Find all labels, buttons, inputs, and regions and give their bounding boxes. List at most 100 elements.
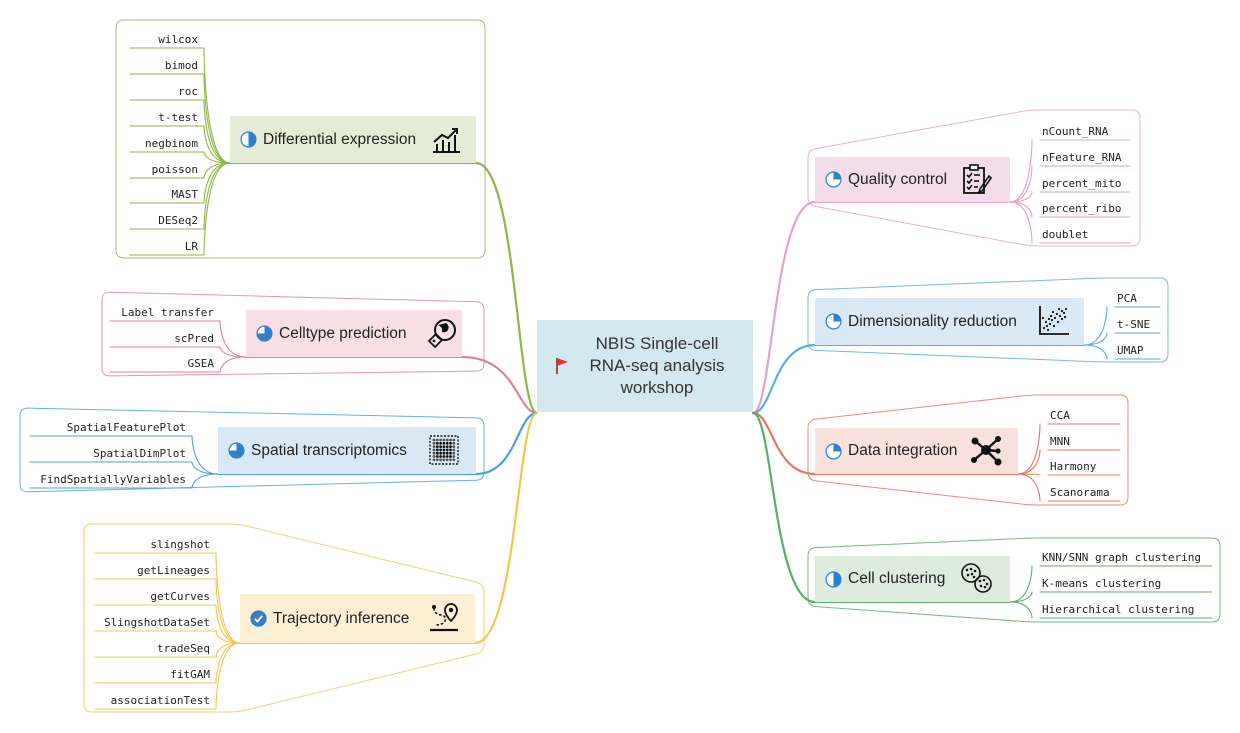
topic-dimensionality-reduction[interactable]: Dimensionality reduction [815, 298, 1084, 345]
subtopic-item[interactable]: GSEA [187, 357, 215, 370]
branch-connector [751, 411, 817, 476]
topic-callout-frame [19, 407, 485, 493]
subtopic-item[interactable]: t-test [158, 111, 198, 124]
subtopic-item[interactable]: Harmony [1050, 460, 1097, 473]
branch-connector [751, 343, 817, 415]
subtopic-item[interactable]: associationTest [110, 694, 210, 707]
leaf-connector [1083, 332, 1108, 346]
branch-connector [473, 411, 539, 645]
subtopic-item[interactable]: Hierarchical clustering [1042, 603, 1195, 616]
subtopic-item[interactable]: roc [178, 85, 198, 98]
topic-label: Cell clustering [848, 570, 946, 587]
subtopic-item[interactable]: scPred [174, 332, 214, 345]
subtopic-item[interactable]: wilcox [158, 33, 198, 46]
leaf-connector [215, 578, 241, 644]
branch-connector [460, 355, 539, 415]
subtopic-item[interactable]: percent_mito [1042, 177, 1122, 190]
subtopic-item[interactable]: KNN/SNN graph clustering [1042, 551, 1201, 564]
leaf-connector [219, 346, 247, 358]
subtopic-item[interactable]: SlingshotDataSet [104, 616, 210, 629]
leaf-connector [203, 162, 231, 204]
topic-label: Trajectory inference [273, 609, 410, 627]
subtopic-item[interactable]: doublet [1042, 228, 1089, 241]
topic-label: Spatial transcriptomics [251, 441, 407, 459]
topic-differential-expression[interactable]: Differential expression [230, 116, 476, 163]
leaf-connector [1009, 565, 1033, 603]
subtopic-item[interactable]: Label transfer [121, 306, 214, 319]
subtopic-item[interactable]: SpatialDimPlot [93, 447, 186, 460]
subtopic-item[interactable]: tradeSeq [157, 642, 210, 655]
subtopic-item[interactable]: getLineages [137, 564, 210, 577]
branch-connector [474, 411, 539, 476]
subtopic-item[interactable]: K-means clustering [1042, 577, 1162, 590]
topic-callout-frame [807, 394, 1129, 506]
leaf-connector [219, 356, 247, 373]
subtopic-item[interactable]: nFeature_RNA [1042, 151, 1122, 164]
leaf-connector [191, 435, 219, 475]
cell-clusters-icon [961, 563, 992, 593]
subtopic-item[interactable]: MAST [171, 188, 199, 201]
progress-icon [228, 442, 245, 459]
globe-tag-icon [427, 319, 456, 349]
topic-label: Dimensionality reduction [848, 312, 1017, 330]
leaf-connector [1009, 139, 1033, 203]
leaf-connector [219, 320, 247, 358]
subtopic-item[interactable]: MNN [1050, 435, 1070, 448]
grid-spots-icon [429, 435, 459, 465]
subtopic-item[interactable]: Scanorama [1050, 486, 1110, 499]
leaf-connector [1017, 449, 1041, 475]
branch-connector [751, 200, 817, 415]
topic-callout-frame [101, 291, 485, 377]
leaf-connector [215, 552, 241, 644]
leaf-connector [215, 604, 241, 644]
topic-cell-clustering[interactable]: Cell clustering [815, 556, 1010, 602]
subtopic-item[interactable]: UMAP [1117, 344, 1144, 357]
leaf-connector [203, 47, 231, 164]
subtopic-item[interactable]: bimod [164, 59, 198, 72]
topic-label: Data integration [848, 442, 958, 459]
leaf-connector [1009, 601, 1033, 619]
flag-icon [556, 358, 568, 374]
leaf-connector [1009, 165, 1033, 203]
topic-label: Quality control [848, 170, 948, 188]
progress-icon [825, 442, 842, 460]
topic-quality-control[interactable]: Quality control [815, 157, 1010, 202]
root-topic[interactable]: NBIS Single-cell RNA-seq analysis worksh… [537, 320, 753, 412]
topic-celltype-prediction[interactable]: Celltype prediction [246, 310, 462, 357]
subtopic-item[interactable]: poisson [151, 163, 198, 176]
leaf-connector [1083, 306, 1108, 346]
subtopic-item[interactable]: getCurves [150, 590, 210, 603]
scatter-plot-icon [1039, 306, 1069, 335]
subtopic-item[interactable]: percent_ribo [1042, 202, 1122, 215]
leaf-connector [1009, 201, 1033, 244]
branch-connector [474, 161, 539, 415]
topic-label: Celltype prediction [279, 324, 407, 342]
leaf-connector [191, 461, 219, 475]
leaf-connector [203, 99, 231, 164]
leaf-connector [203, 73, 231, 164]
topic-callout-frame [115, 19, 486, 259]
subtopic-item[interactable]: FindSpatiallyVariables [40, 473, 186, 486]
progress-icon [825, 171, 842, 188]
progress-icon [240, 131, 257, 148]
subtopic-item[interactable]: negbinom [145, 137, 198, 150]
topic-data-integration[interactable]: Data integration [815, 428, 1018, 474]
subtopic-item[interactable]: slingshot [150, 538, 210, 551]
subtopic-item[interactable]: fitGAM [170, 668, 210, 681]
topic-callout-frame [83, 523, 485, 713]
subtopic-item[interactable]: t-SNE [1117, 318, 1151, 331]
topic-trajectory-inference[interactable]: Trajectory inference [240, 594, 475, 643]
subtopic-item[interactable]: SpatialFeaturePlot [66, 421, 186, 434]
subtopic-item[interactable]: LR [184, 240, 198, 253]
topic-callout-frame [807, 277, 1169, 363]
topic-callout-frame [807, 109, 1141, 247]
subtopic-item[interactable]: nCount_RNA [1042, 125, 1109, 138]
leaf-connector [1009, 191, 1033, 203]
checklist-icon [963, 164, 992, 194]
subtopic-item[interactable]: CCA [1050, 409, 1070, 422]
subtopic-item[interactable]: DESeq2 [158, 214, 198, 227]
subtopic-item[interactable]: PCA [1117, 292, 1137, 305]
progress-icon [825, 570, 842, 588]
